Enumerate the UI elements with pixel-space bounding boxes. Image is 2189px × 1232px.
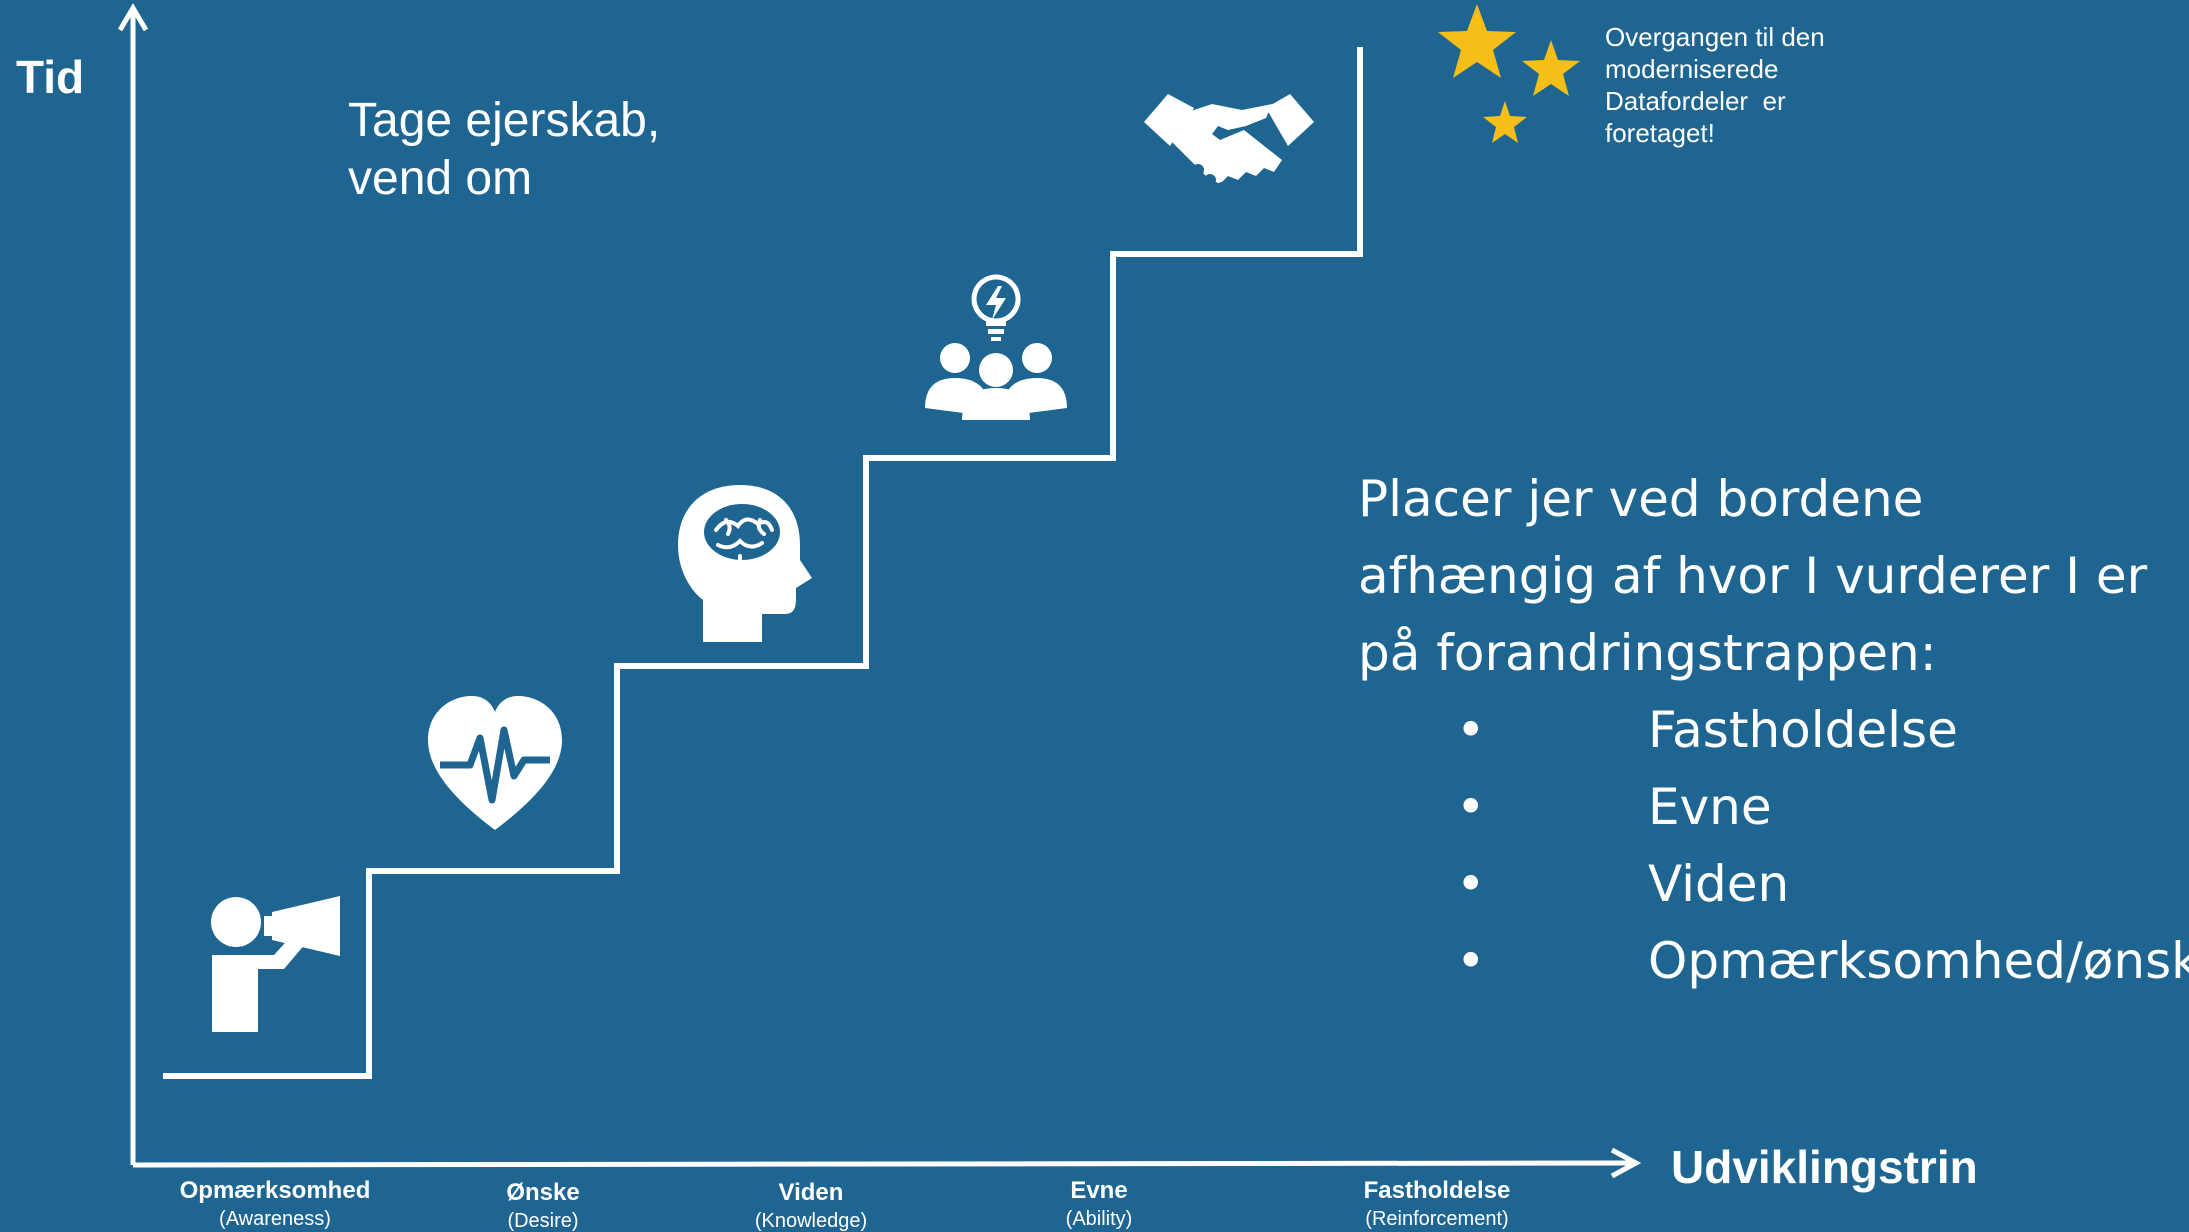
ownership-text: Tage ejerskab, vend om	[348, 92, 660, 208]
stage-name: Evne	[1070, 1177, 1128, 1204]
stage-bullet-list: Fastholdelse Evne Viden Opmærksomhed/øns…	[1456, 692, 2189, 1000]
bullet-item: Viden	[1456, 846, 2178, 923]
instructions-line-1: Placer jer ved bordene	[1358, 470, 1924, 528]
y-axis-label: Tid	[16, 51, 85, 103]
stars-note-line-4: foretaget!	[1605, 118, 1715, 148]
handshake-icon	[1144, 94, 1314, 194]
ownership-line-1: Tage ejerskab,	[348, 94, 661, 147]
stage-sub: (Awareness)	[219, 1208, 331, 1230]
x-axis-label: Udviklingstrin	[1671, 1141, 1978, 1193]
stage-label-awareness: Opmærksomhed (Awareness)	[135, 1176, 415, 1232]
stars-note: Overgangen til den moderniserede Datafor…	[1605, 21, 1865, 149]
bullet-item: Opmærksomhed/ønske	[1456, 923, 2189, 1000]
team-idea-icon	[925, 274, 1067, 420]
y-axis	[117, 3, 149, 1165]
stage-sub: (Knowledge)	[754, 1210, 868, 1232]
stage-name: Ønske	[506, 1179, 580, 1206]
instructions-block: Placer jer ved bordene afhængig af hvor …	[1358, 461, 2189, 1000]
stage-label-reinforcement: Fastholdelse (Reinforcement)	[1297, 1176, 1577, 1232]
brain-head-icon	[678, 485, 812, 642]
stars-note-line-1: Overgangen til den	[1605, 22, 1825, 52]
stage-label-ability: Evne (Ability)	[959, 1176, 1239, 1232]
stage-sub: (Reinforcement)	[1365, 1208, 1509, 1230]
bullet-item: Fastholdelse	[1456, 692, 2178, 769]
stage-name: Viden	[778, 1179, 844, 1206]
instructions-line-3: på forandringstrappen:	[1358, 624, 1937, 682]
stars-note-line-2: moderniserede	[1605, 54, 1779, 84]
stars-icon	[1438, 4, 1580, 143]
x-axis	[132, 1147, 1642, 1179]
stage-name: Opmærksomhed	[179, 1177, 371, 1204]
stage-name: Fastholdelse	[1363, 1177, 1511, 1204]
staircase-line	[163, 47, 1363, 1079]
instructions-line-2: afhængig af hvor I vurderer I er	[1358, 547, 2148, 605]
ownership-line-2: vend om	[348, 152, 533, 205]
stage-sub: (Desire)	[507, 1210, 579, 1232]
stars-note-line-3: Datafordeler er	[1605, 86, 1786, 116]
stage-label-knowledge: Viden (Knowledge)	[671, 1178, 951, 1232]
stage-label-desire: Ønske (Desire)	[403, 1178, 683, 1232]
stage-sub: (Ability)	[1065, 1208, 1133, 1230]
bullet-item: Evne	[1456, 769, 2178, 846]
megaphone-person-icon	[211, 896, 340, 1032]
heart-pulse-icon	[428, 696, 562, 830]
